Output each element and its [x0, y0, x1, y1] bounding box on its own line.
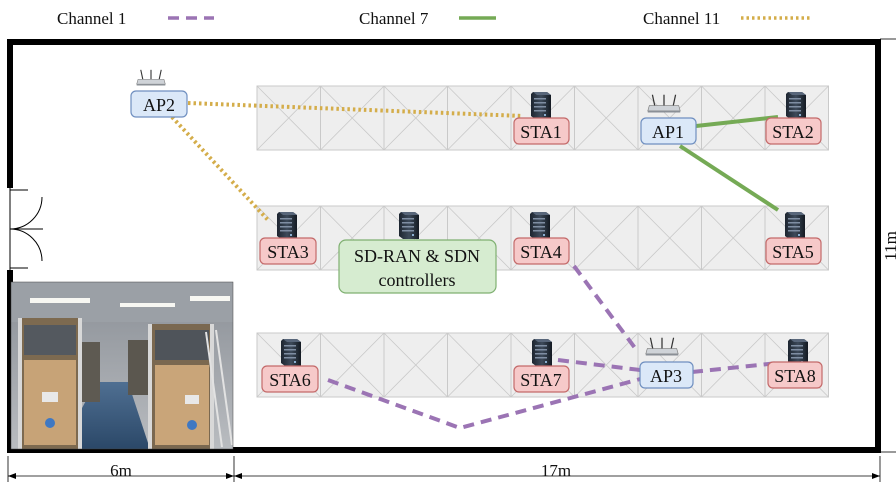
- controller-server-icon: [399, 212, 419, 239]
- sta3-box: [259, 237, 317, 265]
- shelf-cross-line: [320, 205, 385, 271]
- sta2-box: [765, 117, 822, 145]
- link-sta8-ap3: [691, 361, 779, 374]
- controller-node: SD-RAN & SDN controllers: [338, 212, 497, 294]
- shelf-cross-line: [701, 205, 766, 271]
- controller-box: [338, 239, 497, 294]
- link-ap1-sta2: [695, 115, 779, 128]
- legend-label-channel-11: Channel 11: [643, 9, 720, 28]
- ap3-box: [639, 361, 694, 389]
- legend: Channel 1 Channel 7 Channel 11: [57, 9, 810, 28]
- shelf-cross-line: [320, 332, 385, 398]
- ap2-router-icon: [136, 68, 166, 87]
- dim-label-height: 11m: [881, 231, 896, 261]
- sta1-box: [513, 117, 570, 145]
- shelf-cross-line: [383, 85, 448, 151]
- shelf-cross-line: [701, 85, 766, 151]
- sta5-server-icon: [785, 212, 805, 239]
- sta2-label: STA2: [772, 122, 814, 142]
- sta4-server-icon: [530, 212, 550, 239]
- link-sta6-ap3: [327, 376, 645, 431]
- controller-label-line2: controllers: [379, 270, 456, 290]
- sta4-box: [513, 237, 570, 265]
- shelf-cross-line: [383, 332, 448, 398]
- sta1-server-icon: [531, 92, 551, 119]
- link-ap1-sta5: [678, 144, 780, 212]
- shelf-cross-line: [256, 85, 321, 151]
- sta4-label: STA4: [520, 242, 562, 262]
- door-swing-upper: [9, 196, 43, 230]
- door-swing-lower: [9, 228, 43, 262]
- link-ap2-sta3: [170, 115, 270, 222]
- sta6-box: [261, 365, 319, 393]
- sta6-label: STA6: [269, 370, 311, 390]
- controller-label-line1: SD-RAN & SDN: [354, 246, 480, 266]
- dim-label-right: 17m: [541, 461, 571, 480]
- sta7-server-icon: [532, 339, 552, 366]
- sta2-server-icon: [786, 92, 806, 119]
- sta8-box: [767, 361, 823, 389]
- wireless-links: [170, 101, 780, 431]
- sta5-label: STA5: [772, 242, 814, 262]
- sta8-label: STA8: [774, 366, 816, 386]
- access-points: AP2 AP1 AP3: [130, 68, 697, 389]
- ap1-label: AP1: [652, 122, 684, 142]
- link-sta7-ap3: [557, 358, 641, 372]
- ap3-label: AP3: [650, 366, 682, 386]
- stations: STA1 STA2 STA3 STA4 STA5 STA6 STA7 STA8: [259, 92, 823, 393]
- sta3-server-icon: [277, 212, 297, 239]
- shelf-cross-line: [574, 85, 639, 151]
- sta1-label: STA1: [520, 122, 562, 142]
- link-ap2-sta1: [187, 101, 524, 118]
- shelf-cross-line: [447, 85, 512, 151]
- sta3-label: STA3: [267, 242, 309, 262]
- sta6-server-icon: [281, 339, 301, 366]
- ap2-label: AP2: [143, 95, 175, 115]
- shelf-cross-line: [574, 332, 639, 398]
- dimensions: 6m 17m 11m: [7, 38, 896, 482]
- sta7-label: STA7: [520, 370, 562, 390]
- sta7-box: [513, 365, 570, 393]
- shelf-cross-line: [447, 332, 512, 398]
- shelf-cross-line: [637, 205, 702, 271]
- legend-label-channel-1: Channel 1: [57, 9, 126, 28]
- room-walls: [7, 39, 881, 453]
- shelf-cross-line: [701, 332, 766, 398]
- shelf-cross-line: [574, 205, 639, 271]
- shelf-cross-line: [320, 85, 385, 151]
- warehouse-photo: [10, 281, 234, 450]
- dim-label-left: 6m: [110, 461, 132, 480]
- ap2-box: [130, 90, 188, 118]
- legend-label-channel-7: Channel 7: [359, 9, 429, 28]
- ap1-box: [640, 117, 697, 145]
- sta5-box: [765, 237, 822, 265]
